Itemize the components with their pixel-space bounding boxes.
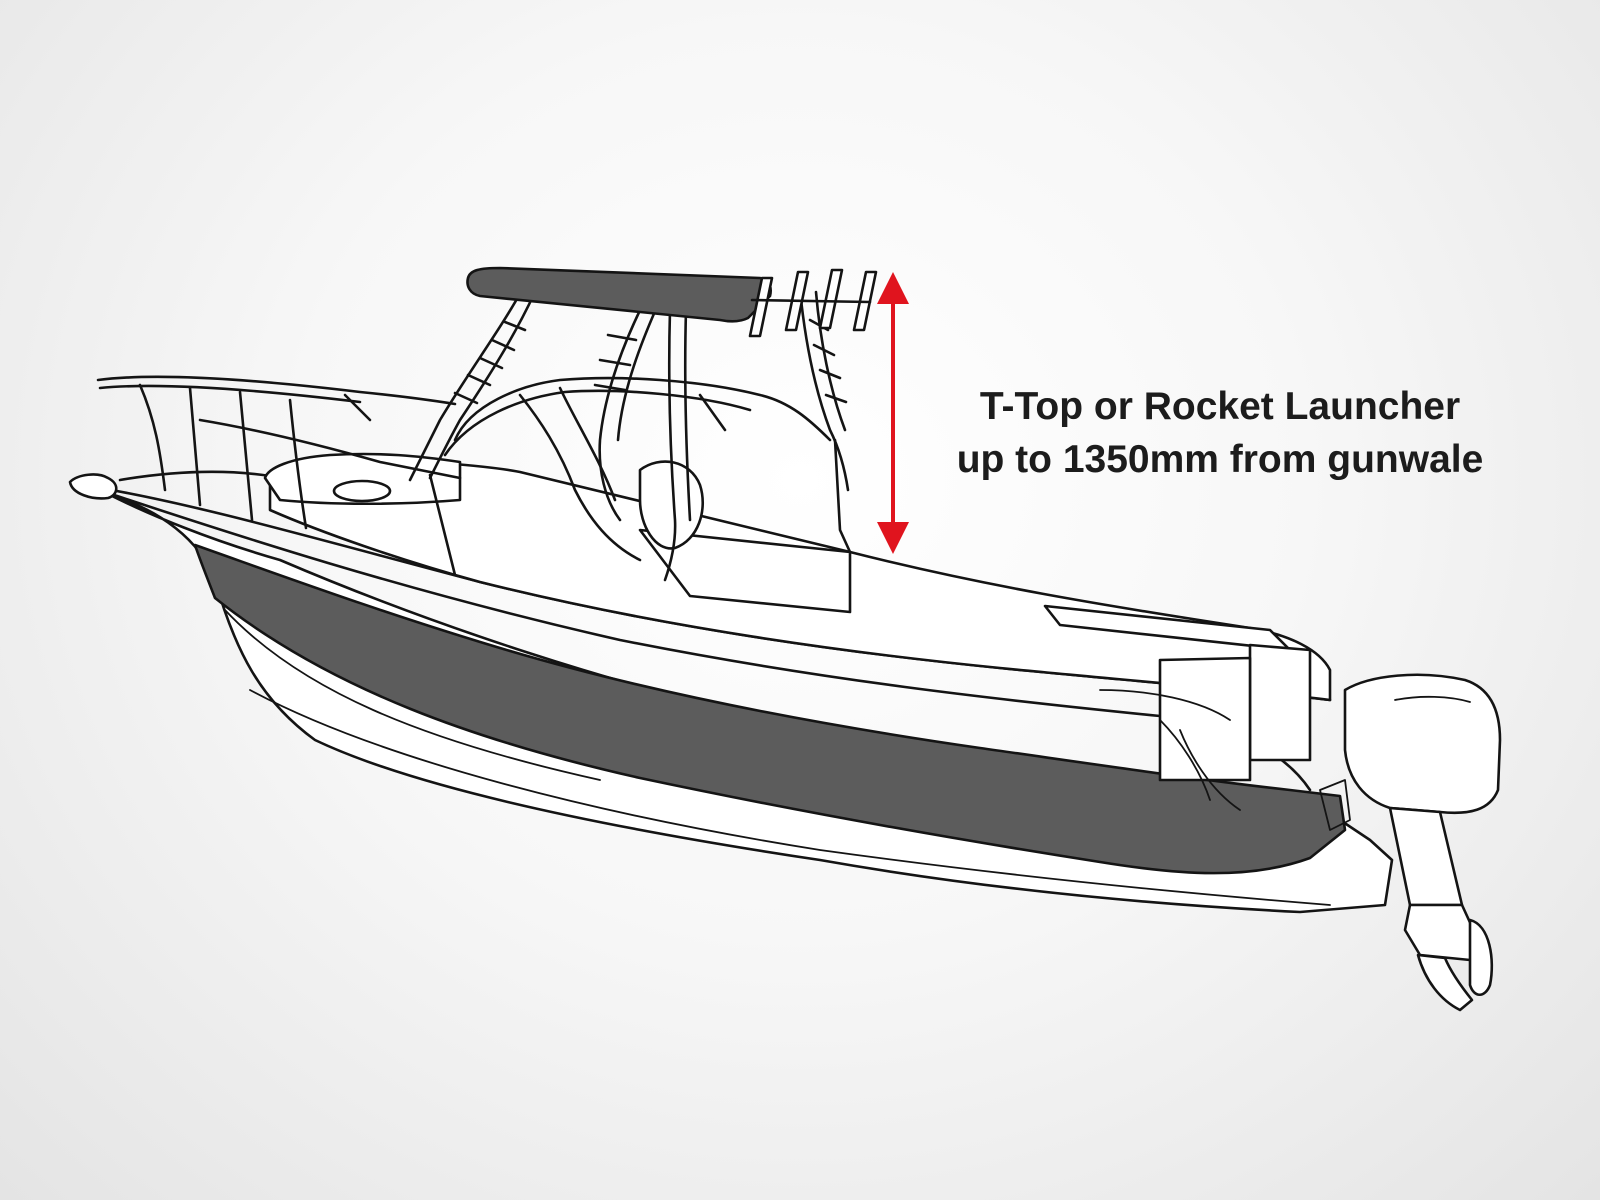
bow-rail: [96, 375, 462, 577]
callout-line-1: T-Top or Rocket Launcher: [979, 385, 1461, 428]
callout-line-2: up to 1350mm from gunwale: [956, 438, 1484, 481]
outboard-motor: [1319, 673, 1502, 1012]
height-callout: T-Top or Rocket Launcher up to 1350mm fr…: [900, 380, 1540, 486]
boat-deck: [263, 452, 1332, 811]
t-top: [408, 266, 878, 582]
